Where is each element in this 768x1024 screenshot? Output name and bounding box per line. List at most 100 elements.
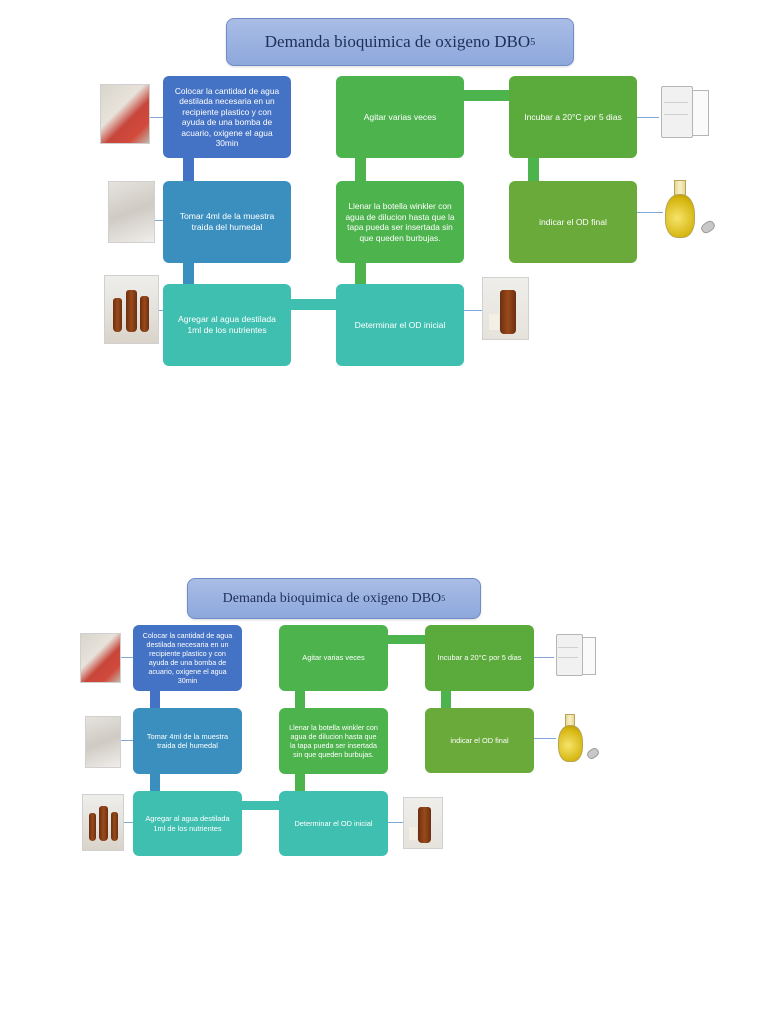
step-indicar-text: indicar el OD final <box>539 216 607 227</box>
leader-line <box>534 657 554 658</box>
step-indicar: indicar el OD final <box>425 708 534 773</box>
step-tomar-text: Tomar 4ml de la muestra traida del humed… <box>179 211 275 232</box>
winkler-flask-photo <box>556 712 602 764</box>
step-determinar-text: Determinar el OD inicial <box>354 319 446 330</box>
sample-glass-photo <box>85 716 121 768</box>
incubator-shelf <box>558 657 578 658</box>
winkler-bottle-photo <box>482 277 529 340</box>
step-agitar: Agitar varias veces <box>279 625 388 691</box>
connector-tomar-agregar <box>183 262 194 284</box>
incubator-photo <box>554 632 598 678</box>
title-subscript: 5 <box>530 36 536 48</box>
connector-llenar-agitar <box>295 690 305 709</box>
leader-line <box>157 310 163 311</box>
incubator-door <box>692 90 709 136</box>
connector-determinar-llenar <box>295 773 305 791</box>
step-colocar-text: Colocar la cantidad de agua destilada ne… <box>142 631 233 685</box>
nutrient-bottles-photo <box>104 275 159 344</box>
connector-llenar-agitar <box>355 157 366 181</box>
step-agregar: Agregar al agua destilada 1ml de los nut… <box>133 791 242 856</box>
step-agitar-text: Agitar varias veces <box>302 653 365 663</box>
bottle-icon <box>113 298 122 332</box>
connector-agregar-determinar <box>241 801 279 810</box>
incubator-photo <box>659 84 711 140</box>
step-incubar: Incubar a 20°C por 5 dias <box>425 625 534 691</box>
title-text: Demanda bioquimica de oxigeno DBO <box>222 590 442 606</box>
step-agregar: Agregar al agua destilada 1ml de los nut… <box>163 284 291 366</box>
step-llenar: Llenar la botella winkler con agua de di… <box>336 181 464 263</box>
connector-incubar-indicar <box>441 690 451 709</box>
connector-agitar-incubar <box>464 90 509 101</box>
step-tomar: Tomar 4ml de la muestra traida del humed… <box>163 181 291 263</box>
step-indicar: indicar el OD final <box>509 181 637 263</box>
connector-agitar-incubar <box>388 635 425 644</box>
step-tomar-text: Tomar 4ml de la muestra traida del humed… <box>146 731 229 750</box>
incubator-body <box>556 634 583 676</box>
leader-line <box>122 822 133 823</box>
stopper-icon <box>585 746 601 761</box>
incubator-door <box>582 637 596 675</box>
bottle-icon <box>500 290 516 334</box>
step-incubar-text: Incubar a 20°C por 5 dias <box>437 653 522 663</box>
flask-body <box>558 725 583 762</box>
winkler-flask-photo <box>663 178 719 240</box>
leader-line <box>148 117 163 118</box>
bottle-icon <box>140 296 149 332</box>
step-tomar: Tomar 4ml de la muestra traida del humed… <box>133 708 242 774</box>
title-text: Demanda bioquimica de oxigeno DBO <box>264 32 531 51</box>
nutrient-bottles-photo <box>82 794 124 851</box>
title-subscript: 5 <box>441 594 446 603</box>
step-agregar-text: Agregar al agua destilada 1ml de los nut… <box>145 814 230 833</box>
step-colocar-text: Colocar la cantidad de agua destilada ne… <box>174 85 280 149</box>
incubator-shelf <box>664 102 688 103</box>
bottle-icon <box>99 806 108 841</box>
incubator-body <box>661 86 693 138</box>
bottle-icon <box>126 290 137 332</box>
leader-line <box>388 822 403 823</box>
connector-incubar-indicar <box>528 157 539 181</box>
leader-line <box>464 310 482 311</box>
connector-tomar-agregar <box>150 773 160 791</box>
step-colocar: Colocar la cantidad de agua destilada ne… <box>133 625 242 691</box>
bottle-icon <box>418 807 431 843</box>
connector-colocar-tomar <box>150 690 160 709</box>
leader-line <box>153 220 163 221</box>
winkler-bottle-photo <box>403 797 443 849</box>
step-colocar: Colocar la cantidad de agua destilada ne… <box>163 76 291 158</box>
step-indicar-text: indicar el OD final <box>450 735 509 745</box>
bottle-icon <box>111 812 118 841</box>
connector-colocar-tomar <box>183 157 194 181</box>
aquarium-pump-photo <box>100 84 150 144</box>
step-determinar: Determinar el OD inicial <box>279 791 388 856</box>
leader-line <box>534 738 556 739</box>
bottle-label <box>489 314 499 330</box>
step-agitar-text: Agitar varias veces <box>363 111 437 122</box>
sample-glass-photo <box>108 181 155 243</box>
step-llenar-text: Llenar la botella winkler con agua de di… <box>289 723 378 759</box>
step-agitar: Agitar varias veces <box>336 76 464 158</box>
connector-agregar-determinar <box>291 299 336 310</box>
bottle-icon <box>89 813 96 841</box>
leader-line <box>119 740 133 741</box>
leader-line <box>637 212 663 213</box>
step-incubar-text: Incubar a 20°C por 5 dias <box>524 111 622 122</box>
aquarium-pump-photo <box>80 633 121 683</box>
incubator-shelf <box>664 114 688 115</box>
step-agregar-text: Agregar al agua destilada 1ml de los nut… <box>178 314 276 335</box>
step-incubar: Incubar a 20°C por 5 dias <box>509 76 637 158</box>
flask-body <box>665 194 695 238</box>
connector-determinar-llenar <box>355 262 366 284</box>
step-llenar: Llenar la botella winkler con agua de di… <box>279 708 388 774</box>
leader-line <box>637 117 659 118</box>
stopper-icon <box>699 218 717 236</box>
leader-line <box>119 657 133 658</box>
step-llenar-text: Llenar la botella winkler con agua de di… <box>345 201 455 243</box>
step-determinar-text: Determinar el OD inicial <box>294 818 373 828</box>
incubator-shelf <box>558 647 578 648</box>
bottle-label <box>409 827 417 840</box>
step-determinar: Determinar el OD inicial <box>336 284 464 366</box>
